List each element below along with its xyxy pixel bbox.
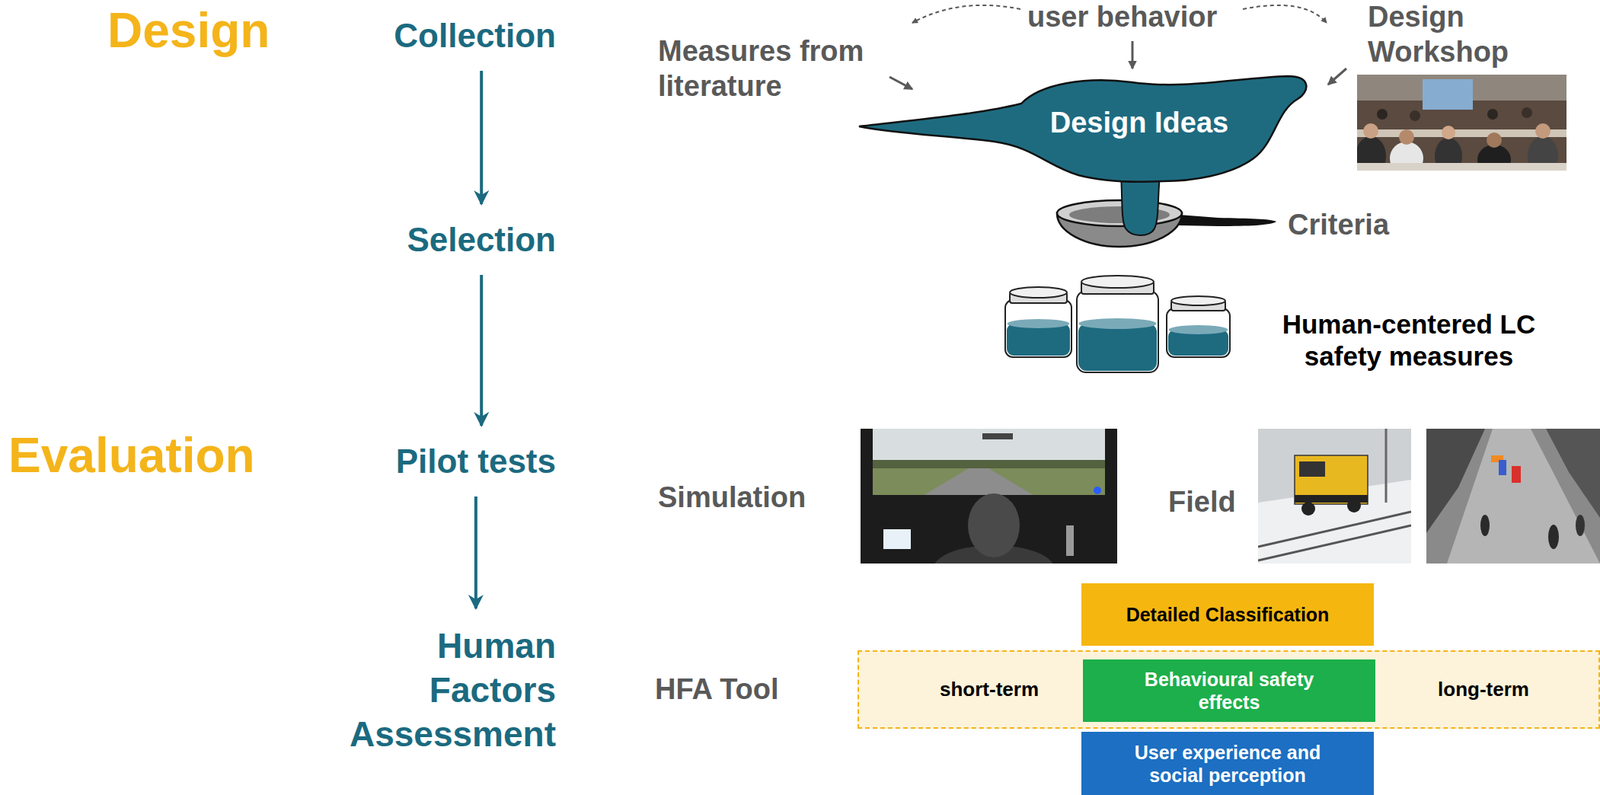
jar-liquid <box>1078 323 1157 371</box>
photo-pillar <box>1104 428 1118 564</box>
photo-marker <box>1498 459 1507 476</box>
photo-person <box>1376 108 1388 120</box>
photo-light <box>1093 486 1102 495</box>
step-name: Pilot tests <box>396 440 556 482</box>
jar-lid <box>1171 296 1226 306</box>
photo-person <box>1487 108 1498 120</box>
photo-pole <box>1385 428 1388 503</box>
jar-body <box>1166 308 1230 358</box>
input-arrow <box>1328 68 1347 85</box>
photo-screen <box>1422 79 1473 110</box>
blob-title: Design Ideas <box>1050 105 1229 141</box>
photo-screen <box>883 529 911 550</box>
tool-label: HFA Tool <box>654 672 780 708</box>
source-label: user behavior <box>1027 0 1217 36</box>
step-label: Human Factors Assessment <box>327 623 556 757</box>
photo-cyclist <box>1548 524 1559 550</box>
jar-liquid <box>1079 318 1157 329</box>
photo-rail <box>1258 525 1412 561</box>
photo-person <box>1409 110 1421 122</box>
input-arrow <box>889 76 913 90</box>
photo-wheel <box>1301 501 1316 516</box>
idea-drip <box>1120 175 1160 236</box>
jar-icon <box>1166 296 1230 358</box>
photo-table <box>1357 129 1567 138</box>
photo-trees <box>860 459 1118 470</box>
jar-icon <box>1076 275 1159 373</box>
photo-truck-window <box>1299 461 1326 477</box>
hfa-box: User experience and social perception <box>1081 731 1374 795</box>
jar-liquid <box>1006 323 1070 356</box>
result-label: Human-centered LC safety measures <box>1245 308 1573 373</box>
band-label: long-term <box>1437 677 1530 702</box>
phase-heading: Design <box>107 1 270 61</box>
photo-lever <box>1066 525 1074 556</box>
jar-icon <box>1005 287 1072 358</box>
photo-person <box>1363 123 1379 139</box>
idea-blob: Design Ideas <box>857 74 1312 184</box>
photo-person <box>1486 132 1502 148</box>
sieve-rim <box>1057 200 1182 227</box>
hfa-box: Detailed Classification <box>1081 583 1374 646</box>
road-photo <box>1426 428 1600 564</box>
hfa-box: Behavioural safety effects <box>1082 659 1376 722</box>
photo-person <box>1398 129 1415 145</box>
box-text: Behavioural safety effects <box>1114 667 1344 714</box>
jar-lid <box>1009 287 1067 298</box>
photo-ground <box>1426 428 1600 564</box>
source-label: Design Workshop <box>1367 0 1551 70</box>
jar-lid <box>1081 275 1154 288</box>
flow-arrow <box>479 70 483 205</box>
step-label: Pilot tests <box>396 440 556 482</box>
step-label: Collection <box>393 15 556 56</box>
jar-liquid <box>1168 325 1229 335</box>
truck-photo <box>1258 428 1412 564</box>
method-label: Simulation <box>657 480 806 516</box>
dotted-arrow <box>1242 5 1327 23</box>
jar-liquid <box>1007 319 1070 329</box>
photo-table <box>1357 162 1567 171</box>
sieve-handle <box>1178 214 1277 227</box>
box-text: User experience and social perception <box>1105 740 1350 787</box>
photo-cyclist <box>1575 514 1585 537</box>
filter-label: Criteria <box>1287 207 1390 243</box>
method-label: Field <box>1168 485 1236 521</box>
jar-body <box>1076 290 1159 373</box>
jar-body <box>1005 300 1072 358</box>
photo-sky <box>1258 428 1412 564</box>
step-name: Human Factors Assessment <box>327 623 556 757</box>
photo-person <box>1535 123 1551 139</box>
photo-cyclist <box>1480 514 1490 537</box>
simulator-photo <box>860 428 1118 564</box>
band-label: short-term <box>939 677 1039 702</box>
photo-driver <box>967 493 1020 558</box>
step-label: Selection <box>406 219 556 260</box>
time-band: short-term long-term Behavioural safety ef… <box>857 650 1600 729</box>
photo-rail <box>1258 511 1412 547</box>
photo-road <box>1446 428 1600 564</box>
flow-arrow <box>479 274 483 426</box>
step-name: Selection <box>406 219 556 260</box>
sieve-icon <box>1057 200 1277 247</box>
dotted-arrow <box>912 5 1021 23</box>
photo-sign <box>982 433 1013 440</box>
photo-wheel <box>1347 498 1361 513</box>
photo-ground <box>860 428 1118 564</box>
flow-arrow <box>474 496 478 609</box>
box-text: Detailed Classification <box>1126 603 1330 626</box>
phase-heading: Evaluation <box>8 426 256 486</box>
photo-pillar <box>860 428 873 564</box>
input-arrow <box>1131 41 1134 69</box>
photo-person <box>1521 107 1533 119</box>
photo-person <box>1441 125 1456 140</box>
photo-road <box>917 468 1040 499</box>
blob-outline <box>859 76 1307 183</box>
photo-marker <box>1511 466 1521 483</box>
workshop-photo <box>1357 74 1567 171</box>
photo-truck <box>1294 455 1368 505</box>
source-label: Measures from literature <box>657 34 910 104</box>
step-name: Collection <box>393 15 556 56</box>
